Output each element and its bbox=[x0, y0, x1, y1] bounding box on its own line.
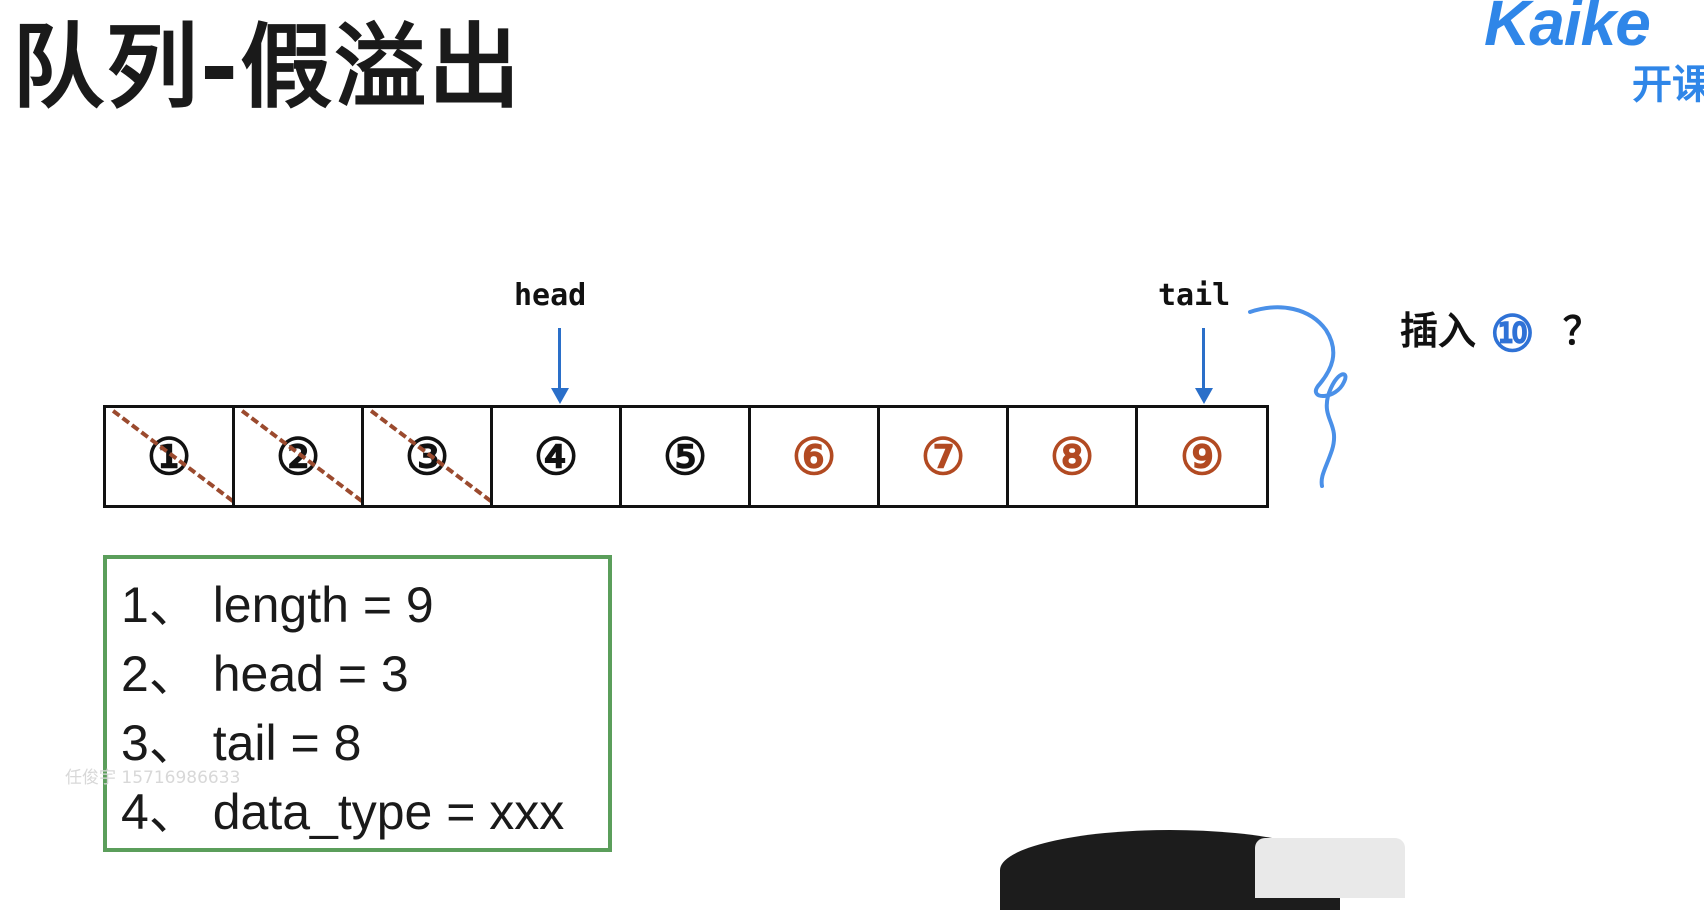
dequeued-strike bbox=[111, 409, 232, 503]
queue-cell-label: ③ bbox=[404, 427, 450, 486]
brand-logo: Kaike 开课 bbox=[1484, 0, 1704, 108]
queue-cell-label: ⑤ bbox=[662, 427, 708, 486]
head-pointer-label: head bbox=[514, 278, 587, 313]
chair bbox=[1255, 838, 1405, 898]
head-arrow-line bbox=[558, 328, 561, 390]
queue-cell: ⑤ bbox=[622, 408, 751, 505]
dequeued-strike bbox=[369, 409, 490, 503]
tail-arrow-line bbox=[1202, 328, 1205, 390]
queue-cell-label: ④ bbox=[533, 427, 579, 486]
insert-question: 插入 ⑩ ？ bbox=[1400, 300, 1601, 363]
queue-cell-label: ⑥ bbox=[791, 427, 837, 486]
queue-cell: ⑨ bbox=[1138, 408, 1266, 505]
logo-wordmark: Kaike bbox=[1484, 0, 1651, 59]
queue-cell-label: ② bbox=[275, 427, 321, 486]
note-length: 1、 length = 9 bbox=[121, 577, 434, 633]
queue-cell: ⑧ bbox=[1009, 408, 1138, 505]
tail-arrow-icon bbox=[1195, 388, 1213, 404]
queue-state-notes: 1、 length = 9 2、 head = 3 3、 tail = 8 4、… bbox=[103, 555, 612, 852]
note-tail: 3、 tail = 8 bbox=[121, 715, 362, 771]
queue-cell: ③ bbox=[364, 408, 493, 505]
queue-cell: ② bbox=[235, 408, 364, 505]
note-data-type: 4、 data_type = xxx bbox=[121, 784, 565, 840]
watermark: 任俊宇 15716986633 bbox=[65, 768, 241, 788]
dequeued-strike bbox=[240, 409, 361, 503]
head-arrow-icon bbox=[551, 388, 569, 404]
queue-cell: ⑦ bbox=[880, 408, 1009, 505]
queue-array: ① ② ③ ④ ⑤ ⑥ ⑦ ⑧ ⑨ bbox=[103, 405, 1269, 508]
queue-cell-label: ⑦ bbox=[920, 427, 966, 486]
insert-item: ⑩ bbox=[1490, 304, 1535, 363]
queue-cell: ⑥ bbox=[751, 408, 880, 505]
page-title: 队列-假溢出 bbox=[12, 14, 523, 121]
question-mark: ？ bbox=[1562, 309, 1601, 353]
queue-cell: ① bbox=[106, 408, 235, 505]
queue-cell-label: ① bbox=[146, 427, 192, 486]
queue-cell-label: ⑨ bbox=[1179, 427, 1225, 486]
handwritten-wrap-arrow bbox=[1248, 305, 1348, 488]
tail-pointer-label: tail bbox=[1158, 278, 1231, 313]
queue-cell-label: ⑧ bbox=[1049, 427, 1095, 486]
insert-label: 插入 bbox=[1400, 309, 1477, 353]
queue-cell: ④ bbox=[493, 408, 622, 505]
note-head: 2、 head = 3 bbox=[121, 646, 409, 702]
logo-subtext: 开课 bbox=[1632, 62, 1704, 108]
